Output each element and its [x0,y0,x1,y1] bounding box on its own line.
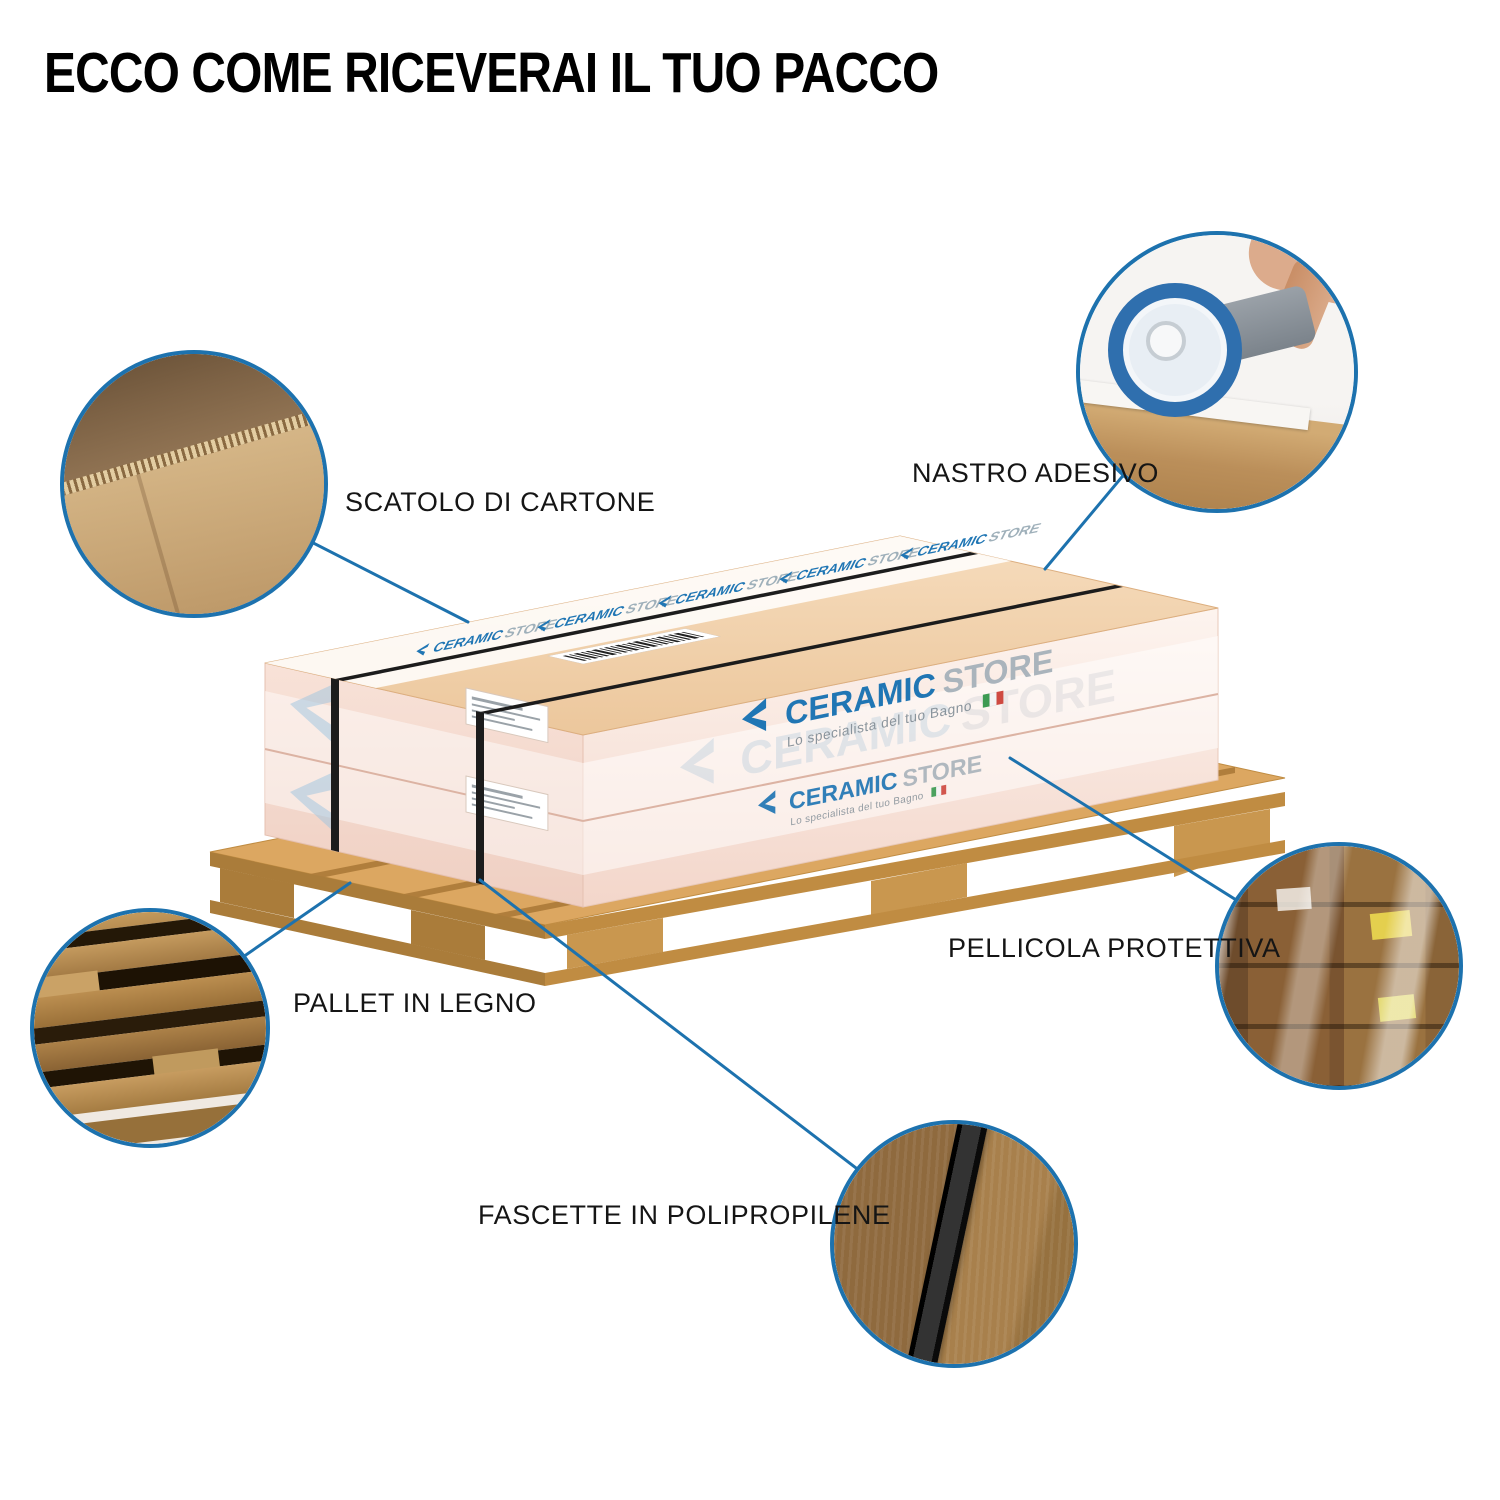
callout-label-tape: NASTRO ADESIVO [912,458,1159,488]
callout-photo-film [1215,842,1463,1090]
callout-photo-tape [1076,231,1358,513]
svg-text:CERAMICSTORE: CERAMICSTORE [785,642,1053,733]
film-photo-art [1219,846,1459,1086]
italy-flag-icon [931,784,947,798]
protective-film-left [265,691,583,875]
callout-label-film: PELLICOLA PROTETTIVA [948,933,1281,963]
cardboard-photo-art [64,354,324,614]
page-title: ECCO COME RICEVERAI IL TUO PACCO [44,41,939,105]
protective-film-top-strip [265,536,1011,688]
italy-flag-icon [982,690,1004,708]
strap-photo-art [834,1124,1074,1364]
callout-label-pallet: PALLET IN LEGNO [293,988,537,1018]
tape-photo-art [1080,235,1354,509]
callout-label-cardboard: SCATOLO DI CARTONE [345,487,656,517]
pallet-photo-art [34,912,266,1144]
polypropylene-straps [331,552,1123,885]
protective-film-front [583,636,1218,875]
callout-photo-cardboard [60,350,328,618]
barcode-label [547,628,721,665]
callout-photo-straps [830,1120,1078,1368]
callout-label-straps: FASCETTE IN POLIPROPILENE [478,1200,891,1230]
callout-photo-pallet [30,908,270,1148]
shipping-label [465,687,549,744]
shipping-label [465,775,549,832]
